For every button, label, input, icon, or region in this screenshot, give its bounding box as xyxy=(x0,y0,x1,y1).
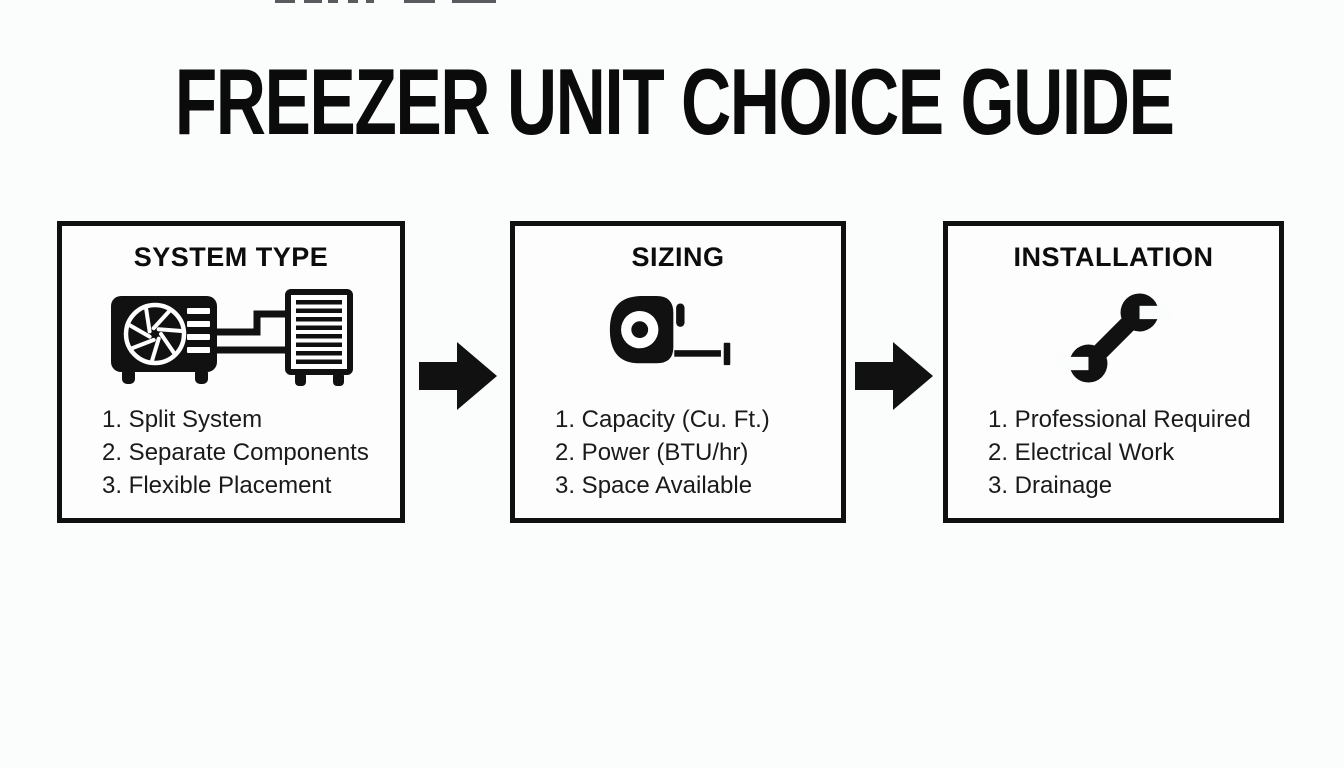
list-item: 3. Drainage xyxy=(988,472,1113,499)
list-item: 1. Professional Required xyxy=(988,406,1251,433)
top-edge-fragment xyxy=(348,0,358,3)
list-item: 1. Capacity (Cu. Ft.) xyxy=(555,406,770,433)
arrow-right-icon xyxy=(855,336,933,416)
step-box-installation: INSTALLATION 1. Professional Required 2.… xyxy=(943,221,1284,523)
top-edge-fragment xyxy=(366,0,374,3)
split-system-icon xyxy=(109,273,354,403)
top-edge-fragment xyxy=(452,0,496,3)
list-item: 2. Power (BTU/hr) xyxy=(555,439,749,466)
step-heading: SIZING xyxy=(631,242,725,272)
arrow-right-icon xyxy=(419,336,497,416)
list-item: 2. Separate Components xyxy=(102,439,369,466)
top-edge-fragment xyxy=(275,0,295,3)
list-item: 3. Space Available xyxy=(555,472,753,499)
page-title: FREEZER UNIT CHOICE GUIDE xyxy=(174,49,1175,154)
step-heading: SYSTEM TYPE xyxy=(133,242,329,272)
step-list: 1. Professional Required 2. Electrical W… xyxy=(948,403,1279,518)
top-edge-fragment xyxy=(328,0,338,3)
step-heading: INSTALLATION xyxy=(1013,242,1214,272)
list-item: 1. Split System xyxy=(102,406,263,433)
top-edge-fragment xyxy=(404,0,435,3)
list-item: 2. Electrical Work xyxy=(988,439,1175,466)
list-item: 3. Flexible Placement xyxy=(102,472,332,499)
wrench-icon xyxy=(1056,273,1171,403)
step-list: 1. Split System 2. Separate Components 3… xyxy=(62,403,400,518)
step-box-sizing: SIZING 1. Capacity (Cu. Ft.) 2. Power (B… xyxy=(510,221,846,523)
tape-measure-icon xyxy=(608,273,748,403)
step-box-system-type: SYSTEM TYPE xyxy=(57,221,405,523)
step-list: 1. Capacity (Cu. Ft.) 2. Power (BTU/hr) … xyxy=(515,403,841,518)
top-edge-fragment xyxy=(304,0,322,3)
